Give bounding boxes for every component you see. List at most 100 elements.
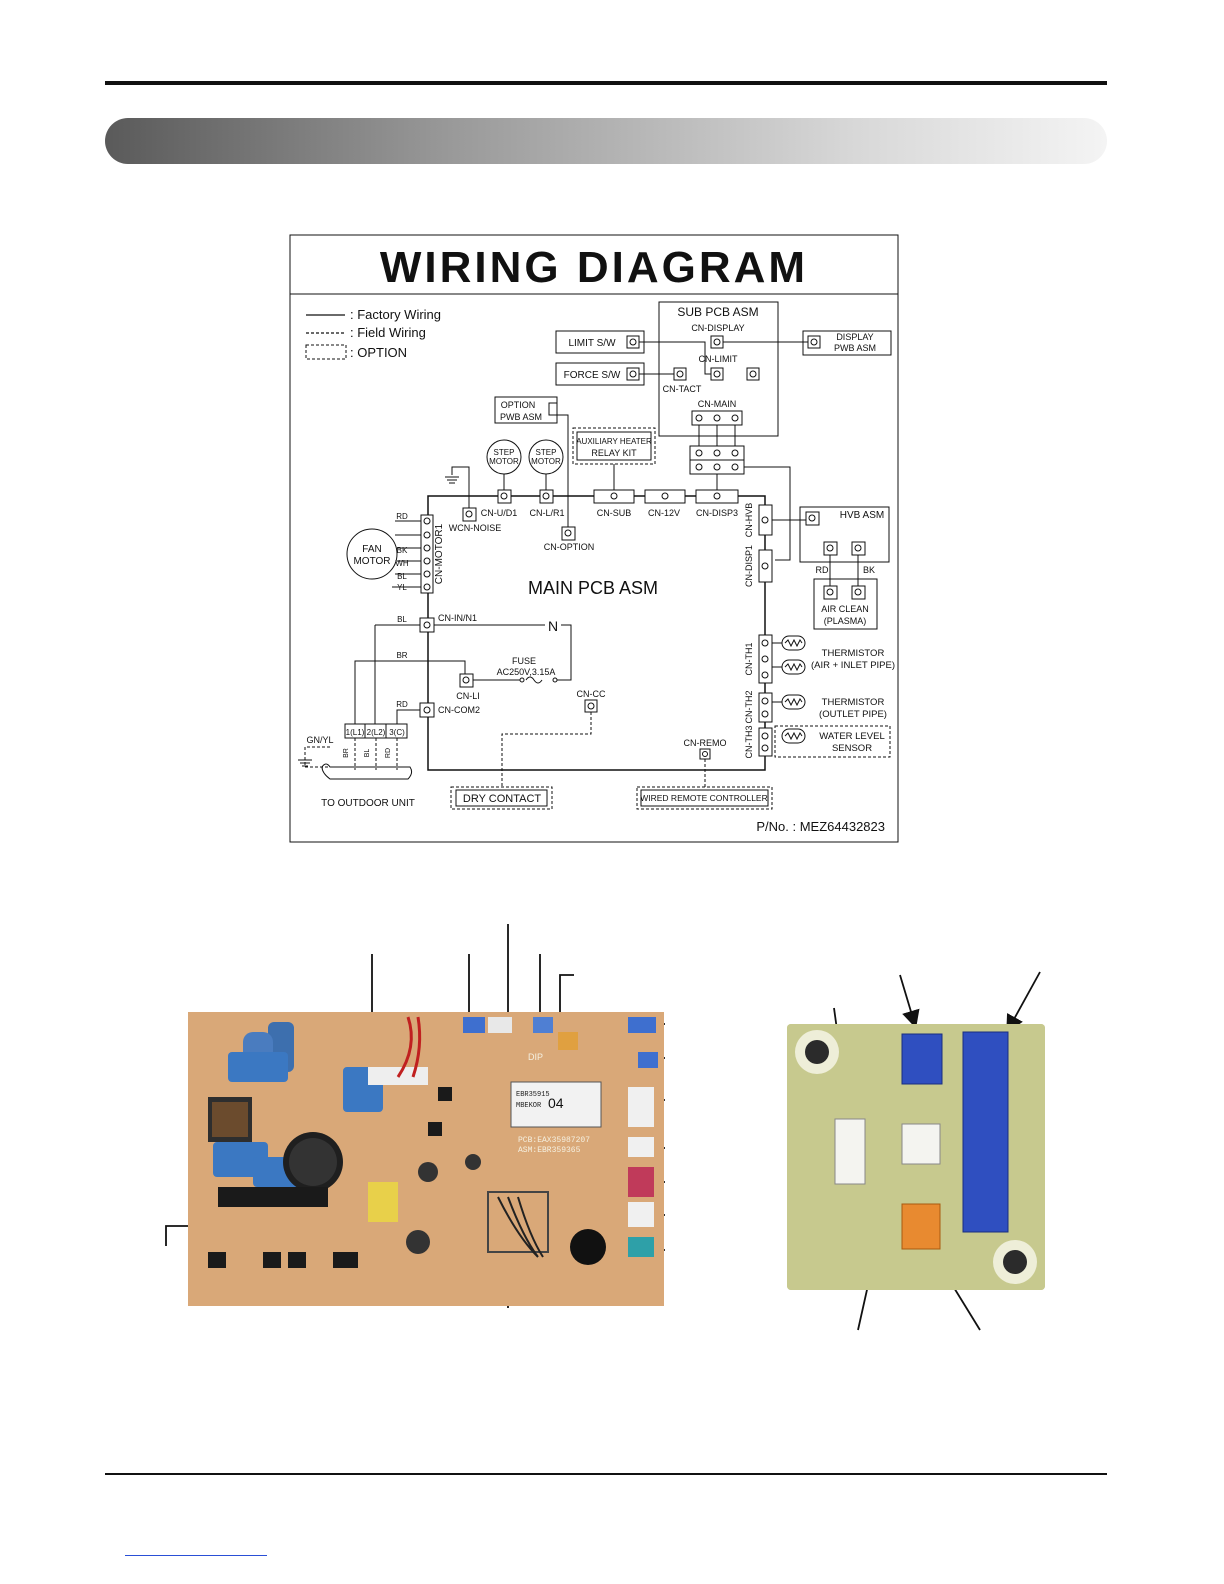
top-rule [105, 81, 1107, 85]
thermistor-cn-th2: CN-TH2 THERMISTOR (OUTLET PIPE) [744, 691, 887, 724]
svg-text:CN-LI: CN-LI [456, 691, 480, 701]
svg-text:THERMISTOR: THERMISTOR [822, 697, 885, 708]
cn-main-link [689, 425, 791, 561]
main-pcb-top-connectors: CN-U/D1 CN-L/R1 CN-SUB CN-12V CN-DISP3 [481, 474, 739, 518]
fan-motor: FAN MOTOR RD BK WH BL YL CN-MOTOR1 [346, 512, 445, 594]
svg-text:MOTOR: MOTOR [489, 457, 519, 466]
sub-pcb-photo [787, 1024, 1045, 1290]
cn-option: CN-OPTION [544, 526, 595, 552]
dry-contact: DRY CONTACT [450, 712, 592, 810]
footer-underline [125, 1555, 267, 1556]
power-wiring: CN-IN/N1 BL N BR CN-LI FUSE AC250V,3.15A… [354, 613, 606, 731]
svg-text:AC250V,3.15A: AC250V,3.15A [497, 667, 556, 677]
svg-text:RELAY KIT: RELAY KIT [591, 448, 637, 458]
svg-text:CN-HVB: CN-HVB [744, 503, 754, 538]
svg-text:WATER LEVEL: WATER LEVEL [819, 731, 884, 742]
svg-text:CN-COM2: CN-COM2 [438, 705, 480, 715]
svg-text:CN-L/R1: CN-L/R1 [529, 508, 564, 518]
svg-text:THERMISTOR: THERMISTOR [822, 648, 885, 659]
svg-text:PWB ASM: PWB ASM [500, 412, 542, 422]
svg-text:WIRED REMOTE CONTROLLER: WIRED REMOTE CONTROLLER [640, 793, 768, 803]
photo-dip-text: DIP [528, 1052, 543, 1062]
air-clean-plasma: AIR CLEAN (PLASMA) [813, 578, 878, 630]
part-number: P/No. : MEZ64432823 [756, 819, 885, 834]
main-pcb-label: MAIN PCB ASM [528, 578, 658, 598]
svg-text:RD: RD [396, 700, 408, 709]
svg-text:BL: BL [397, 572, 407, 581]
svg-text:CN-TH2: CN-TH2 [744, 691, 754, 724]
svg-text:CN-REMO: CN-REMO [684, 738, 727, 748]
svg-text:(AIR + INLET PIPE): (AIR + INLET PIPE) [811, 660, 895, 671]
photo-label-line-2: MBEKOR [516, 1102, 542, 1110]
photo-pcb-text-2: ASM:EBR359365 [518, 1146, 581, 1155]
cn-disp1: CN-DISP1 [744, 545, 773, 587]
svg-text:SENSOR: SENSOR [832, 743, 872, 754]
auxiliary-heater-relay-kit: AUXILIARY HEATER RELAY KIT [572, 427, 656, 490]
svg-text:LIMIT S/W: LIMIT S/W [568, 338, 616, 349]
legend: : Factory Wiring : Field Wiring : OPTION [305, 307, 441, 360]
svg-text:BL: BL [364, 749, 371, 758]
svg-text:AIR CLEAN: AIR CLEAN [821, 604, 869, 614]
section-header-bar [105, 118, 1107, 164]
svg-text:CN-U/D1: CN-U/D1 [481, 508, 518, 518]
hvb-asm: HVB ASM RD BK [772, 506, 890, 586]
legend-field-wiring: : Field Wiring [350, 325, 426, 340]
photo-label-code: 04 [548, 1095, 564, 1111]
display-pwb-asm: DISPLAY PWB ASM [723, 330, 892, 356]
svg-text:CN-IN/N1: CN-IN/N1 [438, 613, 477, 623]
limit-switch: LIMIT S/W [555, 330, 711, 375]
main-pcb-photo: EBR35915 MBEKOR 04 PCB:EAX35987207 ASM:E… [188, 1012, 664, 1306]
svg-text:3(C): 3(C) [389, 728, 405, 737]
svg-text:GN/YL: GN/YL [306, 735, 333, 745]
svg-text:BK: BK [863, 565, 875, 575]
svg-text:CN-CC: CN-CC [577, 689, 606, 699]
svg-text:DRY CONTACT: DRY CONTACT [463, 793, 542, 805]
svg-text:PWB ASM: PWB ASM [834, 343, 876, 353]
svg-text:STEP: STEP [536, 448, 557, 457]
svg-text:RD: RD [396, 512, 408, 521]
diagram-title: WIRING DIAGRAM [380, 243, 808, 292]
svg-text:BK: BK [397, 546, 408, 555]
bottom-rule [105, 1473, 1107, 1475]
svg-text:(PLASMA): (PLASMA) [824, 616, 867, 626]
cn-hvb: CN-HVB [744, 503, 773, 538]
svg-text:CN-TACT: CN-TACT [663, 384, 702, 394]
svg-text:MOTOR: MOTOR [531, 457, 561, 466]
svg-text:STEP: STEP [494, 448, 515, 457]
svg-text:CN-SUB: CN-SUB [597, 508, 632, 518]
svg-text:BL: BL [397, 615, 407, 624]
svg-text:HVB ASM: HVB ASM [840, 510, 884, 521]
svg-text:DISPLAY: DISPLAY [836, 332, 873, 342]
wired-remote-controller: CN-REMO WIRED REMOTE CONTROLLER [636, 738, 773, 810]
svg-text:FAN: FAN [362, 544, 381, 555]
photo-pcb-text-1: PCB:EAX35987207 [518, 1136, 590, 1145]
svg-text:BR: BR [396, 651, 407, 660]
svg-text:TO OUTDOOR UNIT: TO OUTDOOR UNIT [321, 798, 415, 809]
svg-text:WCN-NOISE: WCN-NOISE [449, 523, 502, 533]
svg-text:SUB PCB ASM: SUB PCB ASM [677, 305, 758, 319]
svg-text:BR: BR [343, 748, 350, 758]
svg-text:CN-TH3: CN-TH3 [744, 726, 754, 759]
svg-text:FORCE S/W: FORCE S/W [564, 370, 621, 381]
svg-text:1(L1): 1(L1) [346, 728, 365, 737]
svg-text:CN-MAIN: CN-MAIN [698, 399, 737, 409]
thermistor-cn-th1: CN-TH1 THERMISTOR (AIR + INLET PIPE) [744, 634, 895, 684]
water-level-sensor-cn-th3: CN-TH3 WATER LEVEL SENSOR [744, 725, 891, 759]
step-motor-lr: STEP MOTOR [528, 439, 564, 490]
svg-text:N: N [548, 618, 558, 634]
svg-text:OPTION: OPTION [501, 400, 536, 410]
main-pcb-box [427, 495, 766, 771]
diagram-frame [289, 234, 899, 843]
svg-text:WH: WH [395, 559, 409, 568]
legend-option: : OPTION [350, 345, 407, 360]
svg-text:CN-OPTION: CN-OPTION [544, 542, 595, 552]
svg-text:2(L2): 2(L2) [367, 728, 386, 737]
svg-text:FUSE: FUSE [512, 656, 536, 666]
svg-text:CN-DISPLAY: CN-DISPLAY [691, 323, 744, 333]
svg-text:CN-DISP3: CN-DISP3 [696, 508, 738, 518]
step-motor-ud: STEP MOTOR [486, 439, 522, 490]
svg-text:RD: RD [816, 565, 829, 575]
svg-text:CN-TH1: CN-TH1 [744, 643, 754, 676]
svg-text:CN-12V: CN-12V [648, 508, 680, 518]
